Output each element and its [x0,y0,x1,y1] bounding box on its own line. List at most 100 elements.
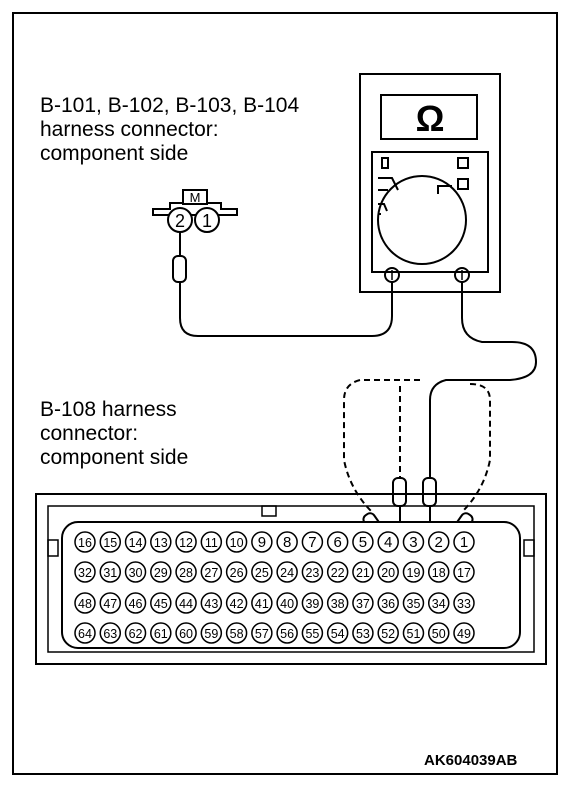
pin-label-21: 21 [356,566,370,580]
pin-cavity-8 [276,531,298,553]
top-connector-label: B-101, B-102, B-103, B-104 harness conne… [40,94,300,165]
alt-lead [461,383,491,513]
pin-cavity-1 [453,531,475,553]
small-pin-label-1: 1 [202,211,212,231]
ohm-lead [429,282,538,478]
pin-label-8: 8 [283,534,291,551]
pin-label-37: 37 [356,597,370,611]
pin-cavity-38 [326,592,349,614]
pin-cavity-17 [453,561,475,583]
pin-cavity-64 [74,622,96,644]
pin-cavity-44 [175,592,197,614]
pin-cavity-36 [377,592,399,614]
pin-cavity-40 [276,592,298,614]
pin-label-29: 29 [154,566,168,580]
multimeter-display [380,94,478,140]
pin-label-20: 20 [381,566,395,580]
dial-scale-mark [378,177,399,191]
pin-cavity-37 [352,592,374,614]
pin-label-38: 38 [331,597,345,611]
probe-tip-left [172,255,187,283]
pin-cavity-21 [352,561,374,583]
pin-label-19: 19 [407,566,421,580]
pin-label-43: 43 [204,597,218,611]
pin-cavity-13 [150,531,172,553]
pin-label-5: 5 [359,534,367,551]
pin-cavity-49 [453,622,475,644]
small-connector [152,189,238,283]
selector-dial [377,175,467,265]
pin-label-57: 57 [255,627,269,641]
small-connector-pin-1 [194,207,220,233]
pin-label-50: 50 [432,627,446,641]
pin-cavity-3 [402,531,425,553]
pin-label-11: 11 [205,536,218,550]
pin-cavity-62 [124,622,147,644]
large-connector-housing [35,493,547,665]
pin-cavity-43 [200,592,223,614]
pin-cavity-35 [402,592,425,614]
pin-label-10: 10 [230,536,244,550]
dial-scale-mark [437,185,452,194]
pin-label-30: 30 [129,566,143,580]
pin-cavity-50 [427,622,450,644]
pin-label-14: 14 [129,536,143,550]
pin-cavity-60 [175,622,197,644]
pin-cavity-46 [124,592,147,614]
pin-label-12: 12 [179,536,193,550]
pin-label-17: 17 [457,566,471,580]
pin-label-34: 34 [432,597,446,611]
pin-label-33: 33 [457,597,471,611]
pin-label-31: 31 [103,566,117,580]
pin-label-1: 1 [460,534,468,551]
dial-scale-mark [378,203,388,212]
pin-cavity-45 [150,592,172,614]
pin-label-61: 61 [154,627,168,641]
pin-cavity-6 [326,531,349,553]
pin-label-13: 13 [154,536,168,550]
pin-label-7: 7 [308,534,316,551]
mode-mark [457,178,469,190]
pin-label-44: 44 [179,597,193,611]
pin-cavity-7 [301,531,324,553]
pin-label-42: 42 [230,597,244,611]
pin-label-52: 52 [381,627,395,641]
pin-label-51: 51 [407,627,421,641]
pin-label-15: 15 [103,536,117,550]
pin-cavity-32 [74,561,96,583]
pin-cavity-34 [427,592,450,614]
pin-label-54: 54 [331,627,345,641]
pin-label-47: 47 [103,597,117,611]
multimeter [359,73,501,293]
pin-cavity-52 [377,622,399,644]
pin-cavity-57 [251,622,273,644]
pin-cavity-55 [301,622,324,644]
pin-label-46: 46 [129,597,143,611]
multimeter-panel [371,151,489,273]
pin-cavity-24 [276,561,298,583]
pin-label-60: 60 [179,627,193,641]
pin-label-6: 6 [333,534,341,551]
pin-cavity-2 [427,531,450,553]
diagram-frame [12,12,558,775]
multimeter-body [359,73,501,293]
pin-label-45: 45 [154,597,168,611]
pin-cavity-33 [453,592,475,614]
probe-tip [392,477,407,507]
pin-cavity-30 [124,561,147,583]
pin-cavity-20 [377,561,399,583]
pin-label-39: 39 [305,597,319,611]
pin-cavity-10 [225,531,248,553]
mode-mark [381,157,389,169]
pin-label-4: 4 [384,534,392,551]
pin-cavity-12 [175,531,197,553]
pin-cavity-47 [99,592,122,614]
probe-tip [422,477,437,507]
bottom-connector-label: B-108 harness connector: component side [40,398,189,469]
large-connector [35,493,547,665]
small-pin-label-2: 2 [175,211,185,231]
pin-label-3: 3 [409,534,417,551]
pin-cavity-26 [225,561,248,583]
